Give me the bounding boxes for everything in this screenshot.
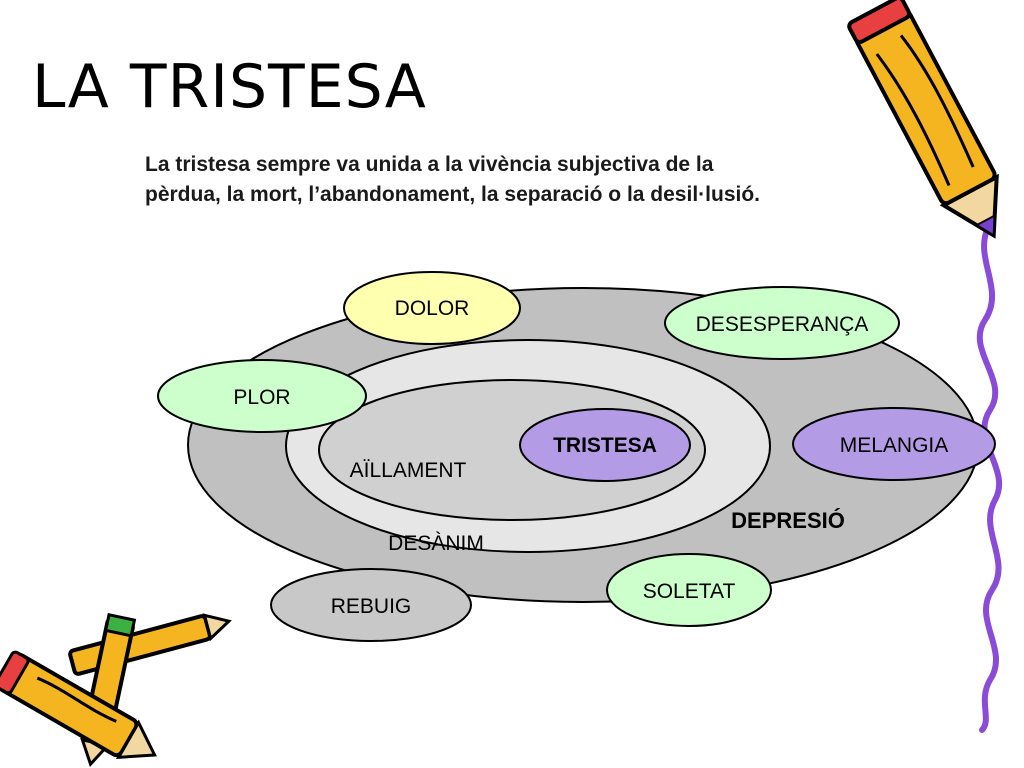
description-text: La tristesa sempre va unida a la vivènci…: [145, 153, 760, 206]
label-depresio: DEPRESIÓ: [731, 508, 845, 533]
label-rebuig: REBUIG: [331, 595, 412, 618]
label-plor: PLOR: [233, 386, 290, 409]
node-dolor: [343, 271, 521, 345]
label-soletat: SOLETAT: [643, 580, 736, 603]
node-plor: [157, 359, 367, 433]
node-desesperanca: [664, 286, 900, 360]
page-title: LA TRISTESA: [32, 52, 427, 122]
node-rebuig: [270, 568, 472, 642]
node-soletat: [606, 553, 772, 627]
label-tristesa: TRISTESA: [553, 434, 657, 457]
label-melangia: MELANGIA: [840, 434, 949, 457]
label-aillament: AÏLLAMENT: [350, 459, 467, 482]
label-dolor: DOLOR: [395, 297, 470, 320]
center-node-tristesa: [519, 408, 691, 482]
node-melangia: [792, 407, 996, 481]
label-desesperanca: DESESPERANÇA: [696, 313, 869, 336]
label-desanim: DESÀNIM: [388, 532, 484, 555]
